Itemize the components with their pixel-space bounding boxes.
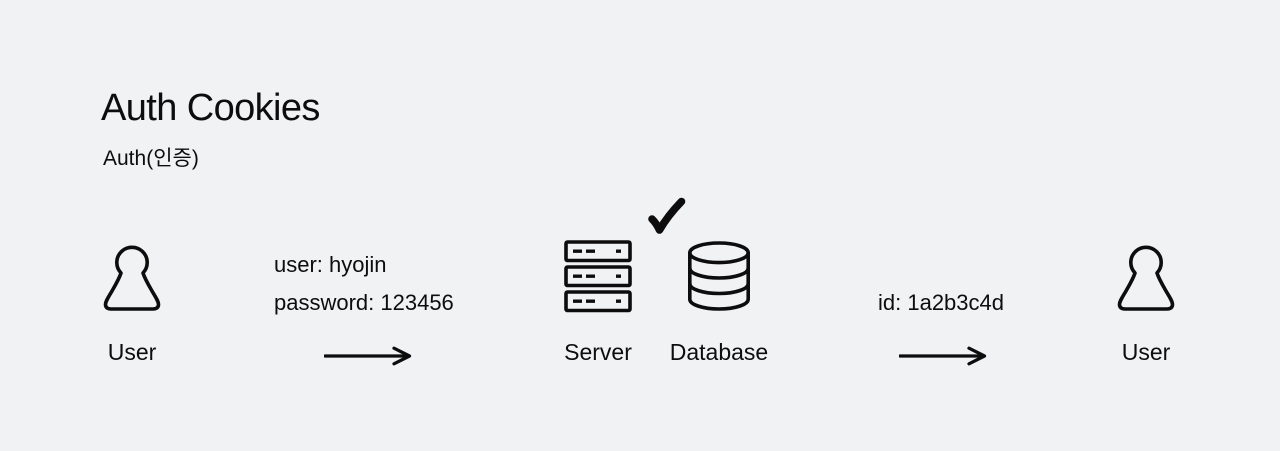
person-icon [1111,243,1181,315]
server-node [564,240,632,313]
request-line-password: password: 123456 [274,290,454,315]
user-left-node [97,243,167,315]
server-icon [564,240,632,313]
database-node [687,241,751,313]
page-title: Auth Cookies [101,87,320,129]
server-label: Server [564,339,632,365]
database-label: Database [669,339,769,365]
database-icon [687,241,751,313]
request-credentials: user: hyojin password: 123456 [274,246,454,322]
right-arrow-icon [324,346,412,366]
user-right-node [1111,243,1181,315]
user-right-label: User [1121,339,1171,365]
person-icon [97,243,167,315]
response-id: id: 1a2b3c4d [878,290,1004,315]
checkmark-icon [646,196,687,237]
page-subtitle: Auth(인증) [103,147,199,170]
request-line-user: user: hyojin [274,252,387,277]
right-arrow-icon [899,346,987,366]
user-left-label: User [107,339,157,365]
